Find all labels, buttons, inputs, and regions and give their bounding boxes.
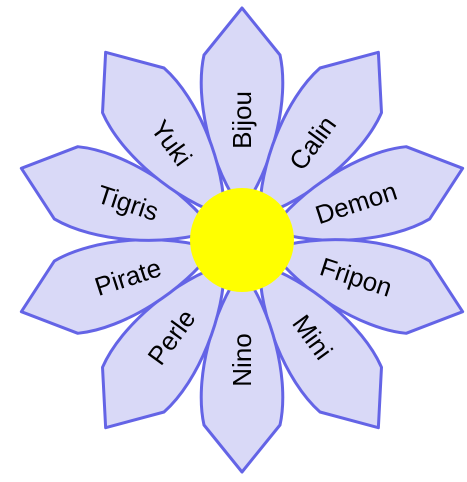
petal-label: Bijou [227,91,257,149]
flower-center [190,188,294,292]
petal-label: Nino [227,333,257,386]
